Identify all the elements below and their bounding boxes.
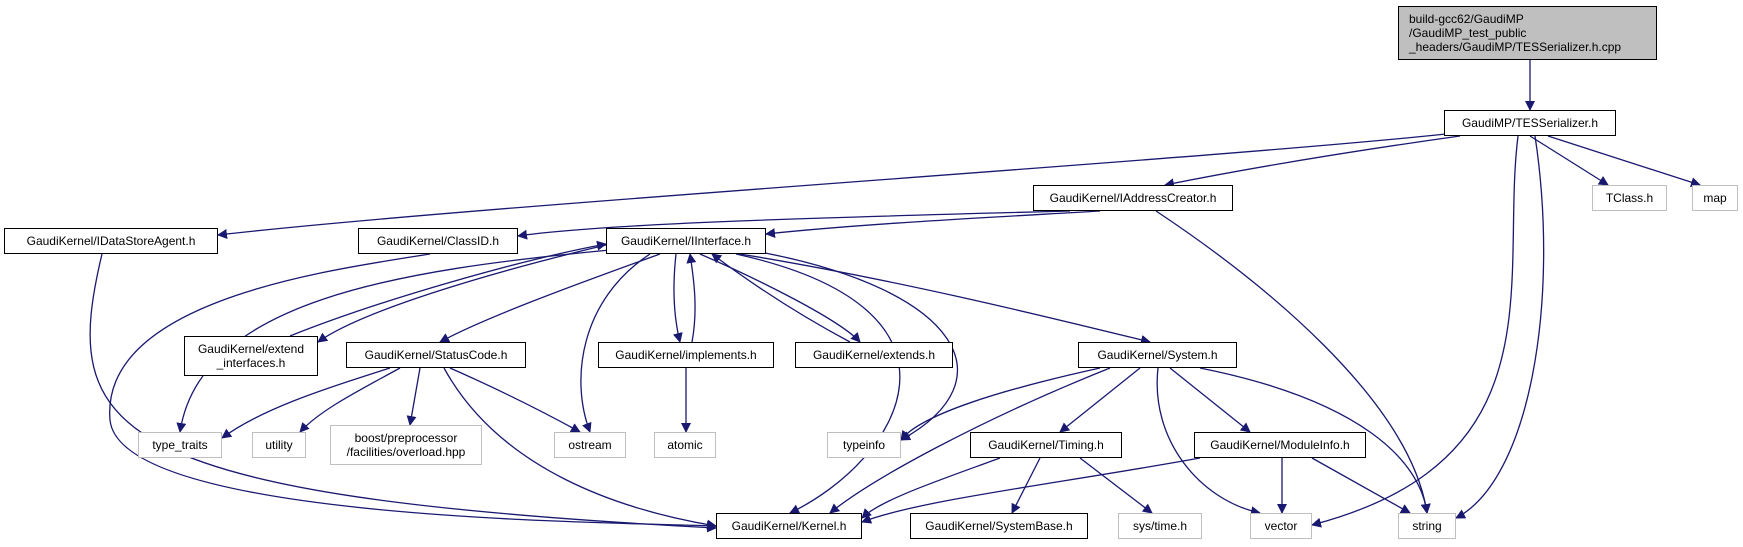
node-moduleinfo-h[interactable]: GaudiKernel/ModuleInfo.h xyxy=(1194,432,1366,458)
edge-system-to-string xyxy=(1199,367,1431,514)
node-root-tesserializer-cpp[interactable]: build-gcc62/GaudiMP /GaudiMP_test_public… xyxy=(1398,6,1657,60)
node-kernel-h[interactable]: GaudiKernel/Kernel.h xyxy=(716,513,862,539)
edge-extends-to-iinterface xyxy=(711,253,851,343)
node-extends-h[interactable]: GaudiKernel/extends.h xyxy=(795,342,953,368)
node-idatastoreagent-h[interactable]: GaudiKernel/IDataStoreAgent.h xyxy=(4,228,218,254)
node-system-h[interactable]: GaudiKernel/System.h xyxy=(1078,342,1237,368)
edge-system-to-kernel xyxy=(829,367,1111,514)
node-vector[interactable]: vector xyxy=(1250,513,1312,539)
edge-tesserializer-to-iaddresscreator xyxy=(1164,135,1461,189)
edge-statuscode-to-utility xyxy=(299,367,401,433)
edge-timing-to-kernel xyxy=(861,457,1001,519)
edge-iaddresscreator-to-classid xyxy=(517,210,1071,240)
edge-iinterface-to-kernel xyxy=(735,253,901,514)
edge-statuscode-to-type-traits xyxy=(221,367,391,439)
edge-iinterface-to-statuscode xyxy=(439,253,661,343)
edge-timing-to-systembase xyxy=(1011,457,1041,514)
node-implements-h[interactable]: GaudiKernel/implements.h xyxy=(598,342,774,368)
edge-iinterface-to-extends xyxy=(699,253,861,343)
node-atomic[interactable]: atomic xyxy=(654,432,716,458)
edge-extend-interfaces-to-iinterface xyxy=(289,240,607,337)
node-utility[interactable]: utility xyxy=(252,432,306,458)
node-iaddresscreator-h[interactable]: GaudiKernel/IAddressCreator.h xyxy=(1033,185,1233,211)
edge-system-to-typeinfo xyxy=(900,367,1101,441)
edge-iinterface-to-system xyxy=(739,253,1151,345)
edge-moduleinfo-to-kernel xyxy=(861,457,1201,524)
node-extend-interfaces-h[interactable]: GaudiKernel/extend _interfaces.h xyxy=(184,336,318,376)
node-classid-h[interactable]: GaudiKernel/ClassID.h xyxy=(358,228,518,254)
node-string[interactable]: string xyxy=(1398,513,1456,539)
node-ostream[interactable]: ostream xyxy=(554,432,626,458)
node-iinterface-h[interactable]: GaudiKernel/IInterface.h xyxy=(606,228,766,254)
edge-classid-to-kernel xyxy=(109,253,717,531)
edge-iinterface-to-ostream xyxy=(580,253,651,433)
edge-statuscode-to-ostream xyxy=(449,367,581,433)
edge-iaddresscreator-to-string xyxy=(1155,210,1431,514)
node-boost-overload-hpp[interactable]: boost/preprocessor /facilities/overload.… xyxy=(330,425,482,465)
node-systembase-h[interactable]: GaudiKernel/SystemBase.h xyxy=(910,513,1088,539)
node-sys-time-h[interactable]: sys/time.h xyxy=(1118,513,1202,539)
edge-tesserializer-to-string xyxy=(1455,135,1545,519)
edge-iaddresscreator-to-iinterface xyxy=(765,210,1101,239)
edge-timing-to-sys-time-h xyxy=(1079,457,1153,514)
node-map[interactable]: map xyxy=(1692,185,1738,211)
edge-tesserializer-to-tclass xyxy=(1529,135,1609,186)
edge-system-to-moduleinfo xyxy=(1169,367,1251,433)
edge-iinterface-to-type-traits xyxy=(176,249,611,433)
node-timing-h[interactable]: GaudiKernel/Timing.h xyxy=(970,432,1122,458)
node-statuscode-h[interactable]: GaudiKernel/StatusCode.h xyxy=(346,342,526,368)
edge-statuscode-to-kernel xyxy=(443,367,717,530)
edge-implements-to-iinterface xyxy=(686,253,697,343)
edge-tesserializer-to-idatastoreagent xyxy=(217,133,1447,239)
edge-statuscode-to-boost-overload xyxy=(406,367,421,426)
node-tclass-h[interactable]: TClass.h xyxy=(1592,185,1667,211)
edge-system-to-vector xyxy=(1156,367,1261,516)
edge-system-to-timing xyxy=(1059,367,1141,433)
edge-tesserializer-to-map xyxy=(1547,135,1701,187)
edge-tesserializer-to-vector xyxy=(1311,135,1519,528)
edge-iinterface-to-typeinfo xyxy=(759,251,958,441)
edge-idatastoreagent-to-kernel xyxy=(89,253,717,533)
edge-iinterface-to-extend-interfaces xyxy=(317,243,611,343)
node-type-traits[interactable]: type_traits xyxy=(138,432,222,458)
node-typeinfo[interactable]: typeinfo xyxy=(827,432,901,458)
node-tesserializer-h[interactable]: GaudiMP/TESSerializer.h xyxy=(1444,110,1616,136)
edge-iinterface-to-implements xyxy=(672,253,683,343)
edge-moduleinfo-to-string xyxy=(1311,457,1411,514)
